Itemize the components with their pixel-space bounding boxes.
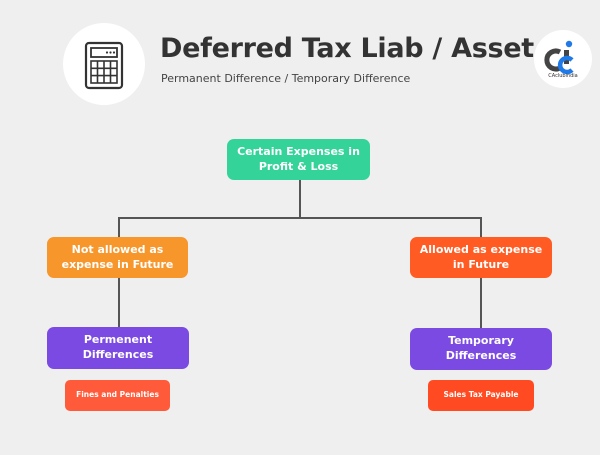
permanent-differences-label: Permenent Differences [82, 333, 154, 361]
allowed-label: Allowed as expense in Future [419, 242, 543, 271]
allowed-node: Allowed as expense in Future [410, 237, 552, 278]
caclubindia-logo [544, 40, 574, 75]
calculator-icon-badge [63, 23, 145, 105]
not-allowed-node: Not allowed as expense in Future [47, 237, 188, 278]
permanent-differences-node: Permenent Differences [47, 327, 189, 369]
fines-penalties-label: Fines and Penalties [76, 390, 159, 400]
calculator-icon [84, 41, 124, 90]
logo-text: CAclubindia [548, 73, 578, 79]
not-allowed-label: Not allowed as expense in Future [61, 242, 174, 271]
brand-logo: CAclubindia [534, 30, 592, 88]
sales-tax-node: Sales Tax Payable [428, 380, 534, 411]
sales-tax-label: Sales Tax Payable [443, 390, 519, 400]
temporary-differences-node: Temporary Differences [410, 328, 552, 370]
root-node-label: Certain Expenses in Profit & Loss [237, 144, 360, 173]
fines-penalties-node: Fines and Penalties [65, 380, 170, 411]
page-title: Deferred Tax Liab / Asset [160, 33, 534, 64]
root-node: Certain Expenses in Profit & Loss [227, 139, 370, 180]
page-subtitle: Permanent Difference / Temporary Differe… [161, 72, 411, 85]
branch-connector [118, 217, 482, 238]
temporary-differences-label: Temporary Differences [445, 334, 517, 362]
